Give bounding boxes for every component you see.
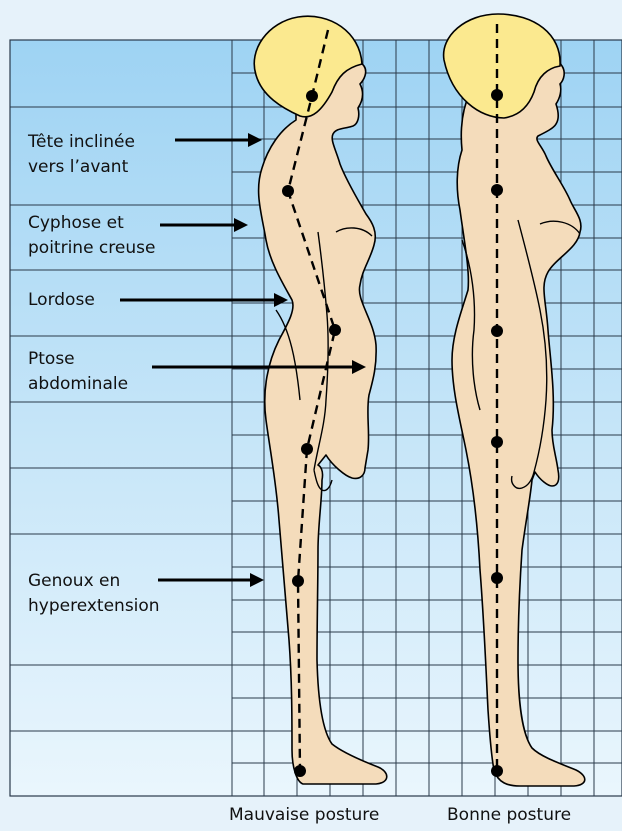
good-posture-point-lumbar: [491, 325, 503, 337]
label-kyphosis-line2: poitrine creuse: [28, 238, 155, 258]
label-knees-line1: Genoux en: [28, 571, 120, 591]
label-head-line2: vers l’avant: [28, 157, 129, 177]
bad-posture-point-lumbar: [329, 324, 341, 336]
label-ptosis-line2: abdominale: [28, 374, 128, 394]
good-posture-point-knee: [491, 572, 503, 584]
label-head-line1: Tête inclinée: [27, 132, 135, 152]
caption-bad-posture: Mauvaise posture: [229, 805, 379, 825]
label-kyphosis-line1: Cyphose et: [28, 213, 124, 233]
bad-posture-point-ankle: [294, 765, 306, 777]
caption-good-posture: Bonne posture: [447, 805, 571, 825]
label-knees-line2: hyperextension: [28, 596, 160, 616]
label-lordosis: Lordose: [28, 290, 95, 310]
good-posture-point-shoulder: [491, 184, 503, 196]
good-posture-point-head: [491, 89, 503, 101]
bad-posture-point-knee: [292, 575, 304, 587]
bad-posture-point-head: [306, 90, 318, 102]
label-ptosis-line1: Ptose: [28, 349, 75, 369]
bad-posture-point-hip: [301, 443, 313, 455]
bad-posture-point-shoulder: [282, 185, 294, 197]
good-posture-point-hip: [491, 436, 503, 448]
good-posture-point-ankle: [491, 765, 503, 777]
